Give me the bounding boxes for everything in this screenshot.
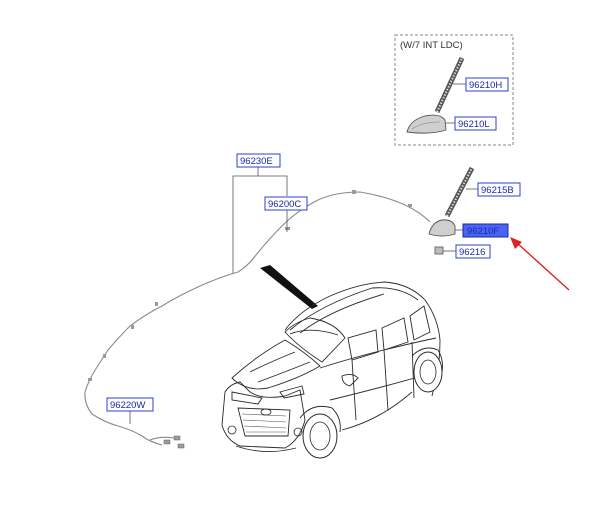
- antenna-base-illustration: [428, 219, 456, 237]
- svg-text:96216: 96216: [459, 247, 485, 258]
- antenna-cable-harness: [84, 190, 431, 449]
- svg-text:96220W: 96220W: [110, 400, 145, 411]
- callout-96215B[interactable]: 96215B: [477, 182, 521, 197]
- highlight-arrow: [510, 237, 570, 291]
- callout-96220W[interactable]: 96220W: [106, 397, 154, 412]
- svg-text:96210H: 96210H: [469, 80, 502, 91]
- svg-text:96230E: 96230E: [240, 156, 273, 167]
- svg-text:96210L: 96210L: [458, 119, 490, 130]
- callout-96210F[interactable]: 96210F: [462, 223, 509, 238]
- callout-96210L[interactable]: 96210L: [454, 116, 497, 131]
- svg-text:96200C: 96200C: [268, 199, 301, 210]
- vehicle-illustration: [221, 281, 443, 459]
- inset-antenna-mast-illustration: [434, 56, 465, 114]
- inset-caption: (W/7 INT LDC): [400, 40, 463, 51]
- callout-96200C[interactable]: 96200C: [264, 196, 308, 211]
- antenna-nut-illustration: [434, 246, 444, 255]
- inset-frame: [394, 34, 514, 146]
- callout-96216[interactable]: 96216: [455, 244, 491, 259]
- antenna-mast-illustration: [444, 166, 475, 218]
- inset-shark-fin-illustration: [406, 114, 447, 134]
- inset-variant: (W/7 INT LDC): [394, 34, 514, 146]
- svg-text:96215B: 96215B: [481, 185, 514, 196]
- location-pointer-wedge: [260, 265, 318, 309]
- callout-96230E[interactable]: 96230E: [236, 153, 281, 168]
- svg-text:96210F: 96210F: [467, 226, 499, 237]
- callout-96210H[interactable]: 96210H: [465, 77, 509, 92]
